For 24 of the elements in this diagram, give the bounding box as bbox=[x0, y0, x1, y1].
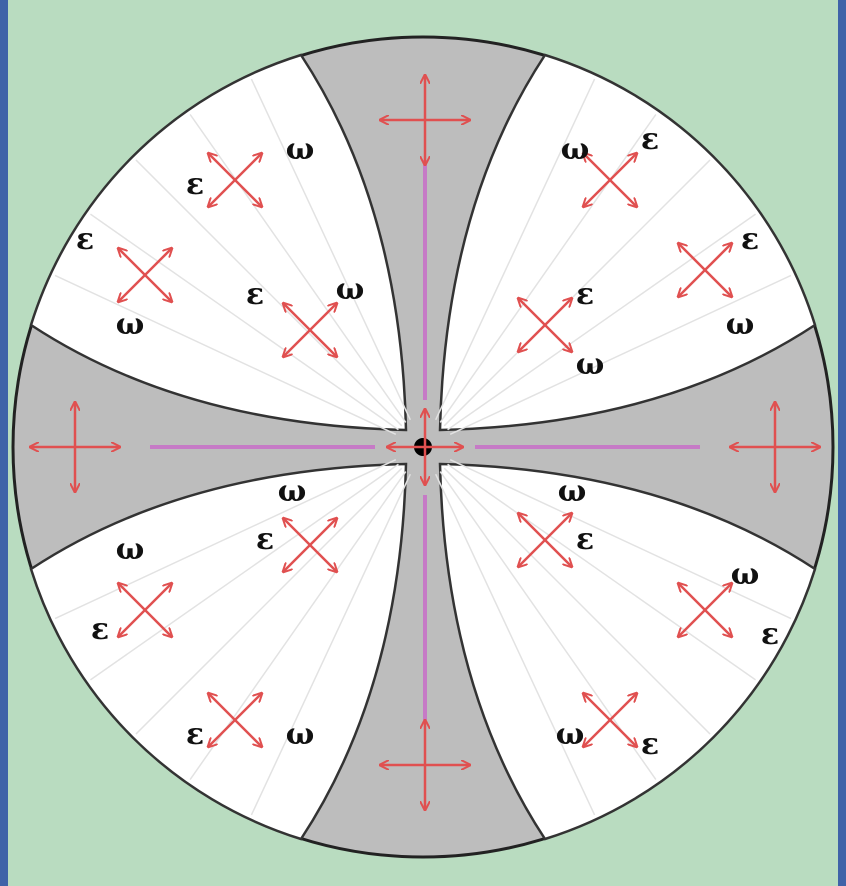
ray-label: ε bbox=[640, 125, 660, 155]
ray-label: ε bbox=[760, 620, 780, 650]
ray-label: ω bbox=[556, 720, 584, 750]
ray-label: ω bbox=[116, 310, 144, 340]
ray-label: ω bbox=[286, 720, 314, 750]
ray-label: ε bbox=[256, 525, 274, 555]
ray-label: ω bbox=[278, 477, 306, 507]
ray-label: ω bbox=[286, 135, 314, 165]
ray-label: ω bbox=[336, 275, 364, 305]
ray-label: ε bbox=[186, 170, 204, 200]
ray-label: ω bbox=[576, 350, 604, 380]
ray-label: ω bbox=[730, 560, 760, 590]
ray-label: ω bbox=[116, 535, 144, 565]
ray-label: ε bbox=[740, 225, 760, 255]
ray-label: ε bbox=[640, 730, 660, 760]
ray-label: ω bbox=[560, 135, 590, 165]
ray-label: ε bbox=[186, 720, 204, 750]
ray-label: ε bbox=[76, 225, 94, 255]
ray-label: ε bbox=[90, 615, 110, 645]
ray-label: ω bbox=[726, 310, 754, 340]
ray-label: ε bbox=[246, 280, 264, 310]
ray-label: ε bbox=[576, 525, 594, 555]
ray-label: ε bbox=[576, 280, 594, 310]
ray-label: ω bbox=[558, 477, 586, 507]
